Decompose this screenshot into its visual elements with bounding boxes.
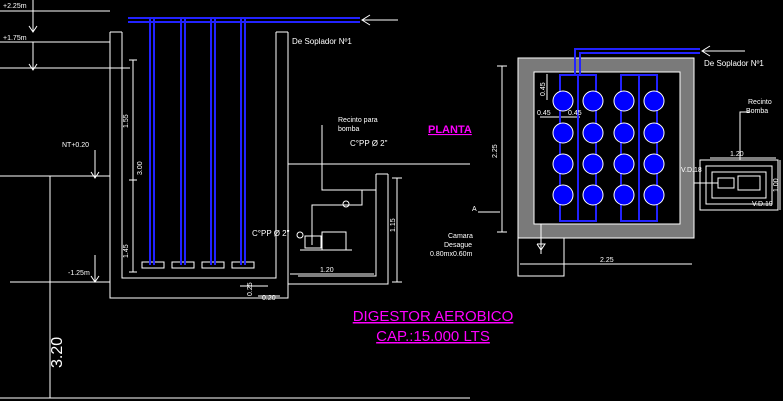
- diffuser-disc: [552, 122, 574, 144]
- valve-icon: [296, 231, 304, 239]
- blower-label-section: De Soplador Nº1: [292, 37, 352, 46]
- diffuser-disc: [582, 184, 604, 206]
- arrowhead: [90, 275, 100, 283]
- dim-2-25-h-label: 2.25: [600, 257, 614, 264]
- dim-0-45-v-label: 0.45: [540, 82, 547, 96]
- diffuser: [231, 261, 255, 269]
- pump-room-label-2: bomba: [338, 126, 360, 133]
- tank-inner-wall: [121, 32, 277, 279]
- pump-body: [304, 235, 322, 249]
- diffuser-disc: [582, 122, 604, 144]
- section-view: [0, 0, 470, 399]
- title-line-2: CAP.:15.000 LTS: [376, 328, 490, 345]
- section-mark-label: A: [472, 206, 477, 213]
- plan-air-header: [574, 48, 700, 75]
- valve-label-2: V.D.19: [752, 201, 773, 208]
- title-line-1: DIGESTOR AEROBICO: [353, 308, 514, 325]
- dim-1-55-label: 1.55: [123, 114, 130, 128]
- camera-label-1: Camara: [448, 233, 473, 240]
- plan-pump-room-core: [711, 171, 767, 199]
- pump-room-height-label: 1.15: [390, 218, 397, 232]
- diffuser-disc: [613, 153, 635, 175]
- level-1-label: +1.75m: [3, 35, 27, 42]
- plan-labels: PLANTA De Soplador Nº1 0.45 0.45 0.45 2.…: [428, 59, 780, 264]
- section-labels: +2.25m +1.75m NT+0.20 -1.25m 1.55 3.00 1…: [3, 3, 397, 368]
- plan-pump-room-height-label: 1.00: [773, 178, 780, 192]
- diffuser: [171, 261, 195, 269]
- tank-plan-wall: [517, 57, 695, 239]
- leader: [739, 111, 750, 160]
- dim-0-25-label: 0.25: [247, 282, 254, 296]
- drawing-title: DIGESTOR AEROBICO CAP.:15.000 LTS: [353, 308, 514, 345]
- dim-2-25-v-label: 2.25: [492, 144, 499, 158]
- dim-3-00-label: 3.00: [137, 161, 144, 175]
- plan-heading: PLANTA: [428, 124, 472, 136]
- tank-outer-wall: [109, 32, 289, 299]
- pump-room-wall-inner: [298, 174, 377, 277]
- plan-view: [478, 57, 781, 277]
- drain-valve: [536, 243, 546, 251]
- valve-icon: [342, 200, 350, 208]
- plan-pump: [737, 175, 761, 191]
- level-bottom-label: -1.25m: [68, 270, 90, 277]
- level-top-label: +2.25m: [3, 3, 27, 10]
- diffuser-disc: [643, 90, 665, 112]
- plan-pump-room-width-label: 1.20: [730, 151, 744, 158]
- diffuser-disc: [643, 184, 665, 206]
- plan-air-header-2: [579, 52, 700, 75]
- diffuser-disc: [582, 153, 604, 175]
- arrowhead: [28, 25, 38, 33]
- diffuser-disc: [643, 122, 665, 144]
- diffuser-disc: [613, 90, 635, 112]
- diffuser-disc: [643, 153, 665, 175]
- dim-1-45-label: 1.45: [123, 244, 130, 258]
- camera-label-2: Desague: [444, 242, 472, 249]
- dim-0-45-b-label: 0.45: [568, 110, 582, 117]
- blower-arrow-section: [361, 14, 398, 26]
- dim-0-20-label: 0.20: [262, 295, 276, 302]
- plan-pump-motor: [717, 177, 735, 189]
- diffuser: [201, 261, 225, 269]
- pump-pipe: [311, 190, 363, 245]
- section-air-pipes: [128, 17, 360, 265]
- pipe-label-bottom: C°PP Ø 2": [252, 229, 290, 238]
- nt-level-label: NT+0.20: [62, 142, 89, 149]
- diffuser-disc: [552, 90, 574, 112]
- pump-room-width-label: 1.20: [320, 267, 334, 274]
- total-height-label: 3.20: [49, 337, 66, 368]
- blower-arrow-plan: [701, 45, 745, 57]
- arrowhead: [28, 63, 38, 71]
- blower-label-plan: De Soplador Nº1: [704, 59, 764, 68]
- diffuser-disc: [582, 90, 604, 112]
- pump-room-label-1: Recinto para: [338, 117, 378, 124]
- arrowhead: [701, 45, 711, 57]
- dim-0-45-a-label: 0.45: [537, 110, 551, 117]
- diffuser-disc: [552, 153, 574, 175]
- pipe-label-top: C°PP Ø 2": [350, 139, 388, 148]
- diffuser-disc: [613, 184, 635, 206]
- diffuser-grid: [552, 90, 665, 206]
- valve-label-1: V.D.18: [681, 167, 702, 174]
- pump-room-wall-outer: [288, 174, 389, 285]
- diffuser-disc: [552, 184, 574, 206]
- arrowhead: [361, 14, 371, 26]
- plan-pump-room-outer: [699, 159, 779, 211]
- plan-pump-room-inner: [705, 165, 773, 205]
- diffuser-disc: [613, 122, 635, 144]
- plan-air-pipes: [559, 48, 700, 222]
- pump-room-leader: [321, 140, 376, 191]
- pump-motor: [321, 231, 347, 251]
- camera-label-3: 0.80mx0.60m: [430, 251, 473, 258]
- plan-pump-room-label-2: Bomba: [746, 108, 768, 115]
- plan-pump-room-label-1: Recinto: [748, 99, 772, 106]
- arrowhead: [90, 171, 100, 179]
